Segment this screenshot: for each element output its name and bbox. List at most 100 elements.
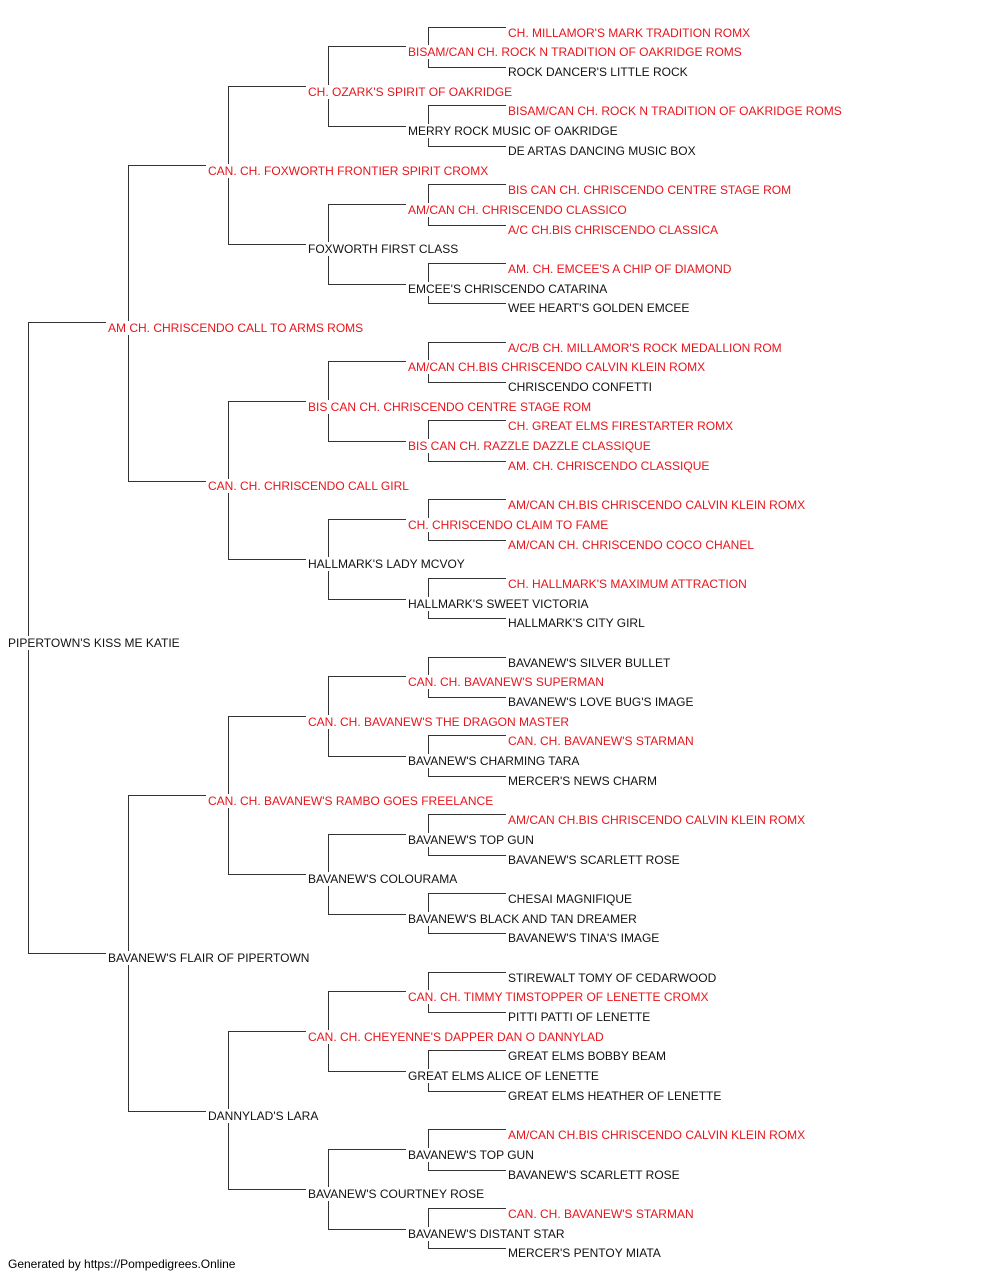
connector-line — [428, 460, 506, 462]
connector-line — [428, 1050, 506, 1052]
connector-line — [328, 441, 406, 443]
pedigree-sire[interactable]: CAN. CH. BAVANEW'S THE DRAGON MASTER — [308, 714, 571, 729]
pedigree-dam[interactable]: FOXWORTH FIRST CLASS — [308, 242, 461, 257]
pedigree-dam[interactable]: GREAT ELMS ALICE OF LENETTE — [408, 1069, 601, 1084]
connector-line — [428, 1169, 506, 1171]
pedigree-sire[interactable]: STIREWALT TOMY OF CEDARWOOD — [508, 970, 719, 985]
connector-line — [328, 991, 406, 993]
connector-line — [128, 164, 206, 166]
pedigree-sire[interactable]: AM/CAN CH. CHRISCENDO CLASSICO — [408, 202, 629, 217]
pedigree-sire[interactable]: CH. MILLAMOR'S MARK TRADITION ROMX — [508, 25, 753, 40]
connector-line — [428, 184, 506, 186]
pedigree-sire[interactable]: CAN. CH. FOXWORTH FRONTIER SPIRIT CROMX — [208, 163, 491, 178]
connector-line — [28, 953, 106, 954]
pedigree-dam[interactable]: BAVANEW'S BLACK AND TAN DREAMER — [408, 911, 639, 926]
pedigree-dam[interactable]: CAN. CH. CHRISCENDO CALL GIRL — [208, 478, 411, 493]
pedigree-dam[interactable]: HALLMARK'S CITY GIRL — [508, 616, 647, 631]
pedigree-dam[interactable]: BAVANEW'S COURTNEY ROSE — [308, 1187, 487, 1202]
pedigree-sire[interactable]: AM/CAN CH.BIS CHRISCENDO CALVIN KLEIN RO… — [408, 360, 708, 375]
pedigree-sire[interactable]: BAVANEW'S TOP GUN — [408, 832, 536, 847]
pedigree-sire[interactable]: CH. OZARK'S SPIRIT OF OAKRIDGE — [308, 84, 515, 99]
connector-line — [328, 1228, 406, 1230]
pedigree-dam[interactable]: BAVANEW'S COLOURAMA — [308, 872, 460, 887]
connector-line — [328, 833, 406, 835]
pedigree-sire[interactable]: AM/CAN CH.BIS CHRISCENDO CALVIN KLEIN RO… — [508, 1128, 808, 1143]
pedigree-sire[interactable]: A/C/B CH. MILLAMOR'S ROCK MEDALLION ROM — [508, 340, 784, 355]
connector-line — [428, 933, 506, 935]
pedigree-dam[interactable]: GREAT ELMS HEATHER OF LENETTE — [508, 1088, 724, 1103]
pedigree-dam[interactable]: AM/CAN CH. CHRISCENDO COCO CHANEL — [508, 537, 757, 552]
pedigree-sire[interactable]: GREAT ELMS BOBBY BEAM — [508, 1049, 669, 1064]
connector-line — [428, 262, 506, 264]
pedigree-sire[interactable]: AM/CAN CH.BIS CHRISCENDO CALVIN KLEIN RO… — [508, 498, 808, 513]
pedigree-sire[interactable]: CAN. CH. CHEYENNE'S DAPPER DAN O DANNYLA… — [308, 1029, 606, 1044]
connector-line — [428, 892, 506, 894]
pedigree-sire[interactable]: BAVANEW'S SILVER BULLET — [508, 655, 673, 670]
pedigree-dam[interactable]: BAVANEW'S TINA'S IMAGE — [508, 931, 662, 946]
pedigree-sire[interactable]: BIS CAN CH. CHRISCENDO CENTRE STAGE ROM — [308, 399, 594, 414]
pedigree-dam[interactable]: BAVANEW'S SCARLETT ROSE — [508, 852, 682, 867]
connector-line — [428, 303, 506, 305]
pedigree-dam[interactable]: BAVANEW'S DISTANT STAR — [408, 1226, 567, 1241]
pedigree-sire[interactable]: CAN. CH. BAVANEW'S STARMAN — [508, 734, 696, 749]
pedigree-dam[interactable]: MERCER'S PENTOY MIATA — [508, 1246, 663, 1261]
connector-line — [28, 322, 106, 323]
connector-line — [328, 518, 406, 520]
connector-line — [328, 361, 406, 363]
pedigree-sire[interactable]: BISAM/CAN CH. ROCK N TRADITION OF OAKRID… — [508, 104, 844, 119]
connector-line — [328, 598, 406, 600]
pedigree-dam[interactable]: ROCK DANCER'S LITTLE ROCK — [508, 65, 690, 80]
pedigree-sire[interactable]: CHESAI MAGNIFIQUE — [508, 891, 635, 906]
pedigree-dam[interactable]: BAVANEW'S SCARLETT ROSE — [508, 1167, 682, 1182]
pedigree-sire[interactable]: CH. GREAT ELMS FIRESTARTER ROMX — [508, 419, 736, 434]
connector-line — [428, 382, 506, 384]
pedigree-sire[interactable]: CAN. CH. BAVANEW'S STARMAN — [508, 1206, 696, 1221]
pedigree-sire[interactable]: CAN. CH. BAVANEW'S RAMBO GOES FREELANCE — [208, 793, 496, 808]
footer-credit: Generated by https://Pompedigrees.Online — [8, 1257, 236, 1271]
pedigree-dam[interactable]: A/C CH.BIS CHRISCENDO CLASSICA — [508, 222, 721, 237]
pedigree-dam[interactable]: AM. CH. CHRISCENDO CLASSIQUE — [508, 458, 712, 473]
pedigree-dam[interactable]: PITTI PATTI OF LENETTE — [508, 1010, 653, 1025]
connector-line — [328, 203, 406, 205]
pedigree-dam[interactable]: CHRISCENDO CONFETTI — [508, 380, 654, 395]
pedigree-sire[interactable]: BISAM/CAN CH. ROCK N TRADITION OF OAKRID… — [408, 45, 744, 60]
connector-line — [428, 67, 506, 69]
connector-line — [428, 499, 506, 501]
pedigree-dam[interactable]: BAVANEW'S CHARMING TARA — [408, 754, 582, 769]
connector-line — [128, 794, 206, 796]
pedigree-sire[interactable]: BAVANEW'S TOP GUN — [408, 1147, 536, 1162]
pedigree-dam[interactable]: DANNYLAD'S LARA — [208, 1108, 321, 1123]
pedigree-dam[interactable]: HALLMARK'S LADY MCVOY — [308, 557, 467, 572]
pedigree-sire[interactable]: AM/CAN CH.BIS CHRISCENDO CALVIN KLEIN RO… — [508, 813, 808, 828]
connector-line — [428, 775, 506, 777]
pedigree-dam[interactable]: EMCEE'S CHRISCENDO CATARINA — [408, 281, 610, 296]
pedigree-dam[interactable]: BAVANEW'S LOVE BUG'S IMAGE — [508, 695, 696, 710]
connector-line — [428, 697, 506, 699]
connector-line — [428, 341, 506, 343]
pedigree-dam[interactable]: BIS CAN CH. RAZZLE DAZZLE CLASSIQUE — [408, 439, 653, 454]
connector-line — [428, 224, 506, 226]
connector-line — [328, 1071, 406, 1073]
pedigree-dam[interactable]: WEE HEART'S GOLDEN EMCEE — [508, 301, 692, 316]
pedigree-dam[interactable]: MERRY ROCK MUSIC OF OAKRIDGE — [408, 124, 620, 139]
connector-line — [328, 126, 406, 128]
pedigree-sire[interactable]: BIS CAN CH. CHRISCENDO CENTRE STAGE ROM — [508, 183, 794, 198]
connector-line — [428, 1207, 506, 1209]
pedigree-sire[interactable]: AM CH. CHRISCENDO CALL TO ARMS ROMS — [108, 321, 366, 335]
pedigree-sire[interactable]: CH. HALLMARK'S MAXIMUM ATTRACTION — [508, 576, 749, 591]
pedigree-sire[interactable]: CAN. CH. TIMMY TIMSTOPPER OF LENETTE CRO… — [408, 990, 711, 1005]
pedigree-dam[interactable]: BAVANEW'S FLAIR OF PIPERTOWN — [108, 951, 312, 965]
connector-line — [428, 971, 506, 973]
pedigree-subject[interactable]: PIPERTOWN'S KISS ME KATIE — [8, 636, 182, 650]
connector-line — [228, 400, 306, 402]
pedigree-sire[interactable]: CAN. CH. BAVANEW'S SUPERMAN — [408, 675, 606, 690]
pedigree-dam[interactable]: DE ARTAS DANCING MUSIC BOX — [508, 143, 698, 158]
connector-line — [428, 1012, 506, 1014]
pedigree-sire[interactable]: AM. CH. EMCEE'S A CHIP OF DIAMOND — [508, 261, 734, 276]
connector-line — [428, 735, 506, 737]
connector-line — [228, 1189, 306, 1191]
pedigree-dam[interactable]: HALLMARK'S SWEET VICTORIA — [408, 596, 591, 611]
pedigree-sire[interactable]: CH. CHRISCENDO CLAIM TO FAME — [408, 517, 611, 532]
pedigree-dam[interactable]: MERCER'S NEWS CHARM — [508, 773, 659, 788]
connector-line — [428, 577, 506, 579]
